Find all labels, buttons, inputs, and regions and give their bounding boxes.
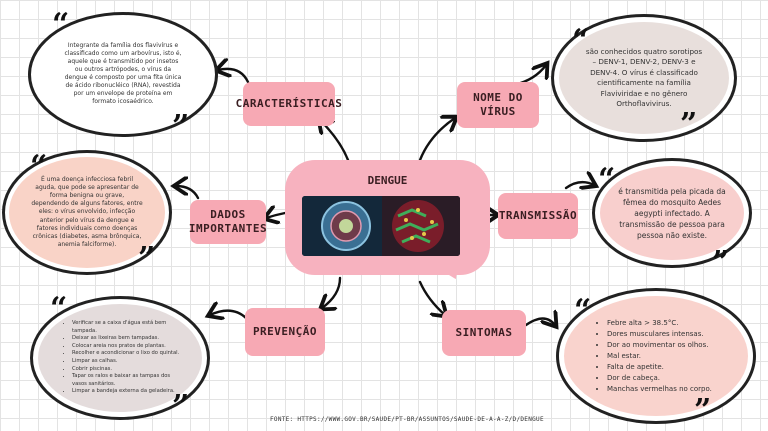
list-item: Recolher e acondicionar o lixo do quinta… [72, 350, 186, 358]
label-dados-line1: DADOS [210, 208, 246, 221]
label-caracteristicas: CARACTERÍSTICAS [236, 82, 342, 126]
open-quote-icon: “ [50, 291, 68, 326]
sintomas-list-wrap: Febre alta > 38.5°C.Dores musculares int… [595, 318, 725, 395]
list-item: Limpar as calhas. [72, 358, 186, 366]
arrow-to-prevencao [322, 276, 342, 308]
list-item: Colocar areia nos pratos de plantas. [72, 343, 186, 351]
label-sintomas: SINTOMAS [442, 310, 526, 356]
dados-text: É uma doença infecciosa febril aguda, qu… [31, 175, 143, 249]
list-item: Dor ao movimentar os olhos. [607, 340, 725, 351]
prevencao-oval: Verificar se a caixa d'água está bem tam… [30, 296, 210, 420]
label-nome-line1: NOME DO [473, 91, 523, 104]
label-dados-importantes: DADOS IMPORTANTES [188, 200, 268, 244]
arrow-to-caracteristicas [320, 120, 350, 162]
close-quote-icon: ” [680, 107, 698, 142]
caracteristicas-oval: Integrante da família dos flavivírus e c… [28, 12, 218, 137]
list-item: Dores musculares intensas. [607, 329, 725, 340]
list-item: Deixar as lixeiras bem tampadas. [72, 335, 186, 343]
dados-oval: É uma doença infecciosa febril aguda, qu… [2, 150, 172, 275]
close-quote-icon: ” [694, 393, 712, 428]
close-quote-icon: ” [138, 241, 156, 276]
sintomas-list: Febre alta > 38.5°C.Dores musculares int… [595, 318, 725, 395]
nome-oval: são conhecidos quatro sorotipos – DENV-1… [551, 14, 737, 142]
arrow-trans-oval [564, 182, 594, 188]
arrow-car-oval [218, 69, 250, 84]
open-quote-icon: “ [598, 162, 616, 197]
arrow-dados-oval [176, 186, 200, 200]
close-quote-icon: ” [712, 245, 730, 280]
close-quote-icon: ” [172, 109, 190, 144]
prevencao-list: Verificar se a caixa d'água está bem tam… [60, 320, 186, 396]
list-item: Falta de apetite. [607, 362, 725, 373]
center-title: DENGUE [367, 174, 408, 187]
sintomas-oval: Febre alta > 38.5°C.Dores musculares int… [556, 288, 756, 424]
arrow-to-nome [418, 118, 455, 162]
close-quote-icon: ” [172, 389, 190, 424]
source-footer: FONTE: HTTPS://WWW.GOV.BR/SAUDE/PT-BR/AS… [270, 416, 544, 423]
label-nome-line2: VÍRUS [480, 105, 516, 118]
list-item: Verificar se a caixa d'água está bem tam… [72, 320, 186, 335]
list-item: Manchas vermelhas no corpo. [607, 384, 725, 395]
open-quote-icon: “ [30, 149, 48, 184]
label-dados-line2: IMPORTANTES [188, 222, 268, 235]
transmissao-text: é transmitida pela picada da fêmea do mo… [618, 186, 726, 240]
list-item: Limpar a bandeja externa da geladeira. [72, 388, 186, 396]
open-quote-icon: “ [52, 7, 70, 42]
label-prevencao: PREVENÇÃO [245, 308, 325, 356]
label-nome-do-virus: NOME DO VÍRUS [457, 82, 539, 128]
list-item: Tapar os ralos e baixar as tampas dos va… [72, 373, 186, 388]
prevencao-list-wrap: Verificar se a caixa d'água está bem tam… [60, 320, 186, 396]
list-item: Febre alta > 38.5°C. [607, 318, 725, 329]
arrow-to-dados [266, 213, 287, 218]
caracteristicas-text: Integrante da família dos flavivírus e c… [64, 41, 182, 105]
label-transmissao: TRANSMISSÃO [498, 193, 578, 239]
list-item: Mal estar. [607, 351, 725, 362]
arrow-sint-oval [524, 319, 555, 326]
transmissao-oval: é transmitida pela picada da fêmea do mo… [592, 158, 752, 268]
virus-image [302, 196, 460, 256]
list-item: Cobrir piscinas. [72, 366, 186, 374]
list-item: Dor de cabeça. [607, 373, 725, 384]
open-quote-icon: “ [572, 23, 590, 58]
arrow-to-sintomas [418, 280, 445, 315]
arrow-prev-oval [210, 311, 248, 318]
nome-text: são conhecidos quatro sorotipos – DENV-1… [585, 46, 703, 109]
open-quote-icon: “ [574, 293, 592, 328]
